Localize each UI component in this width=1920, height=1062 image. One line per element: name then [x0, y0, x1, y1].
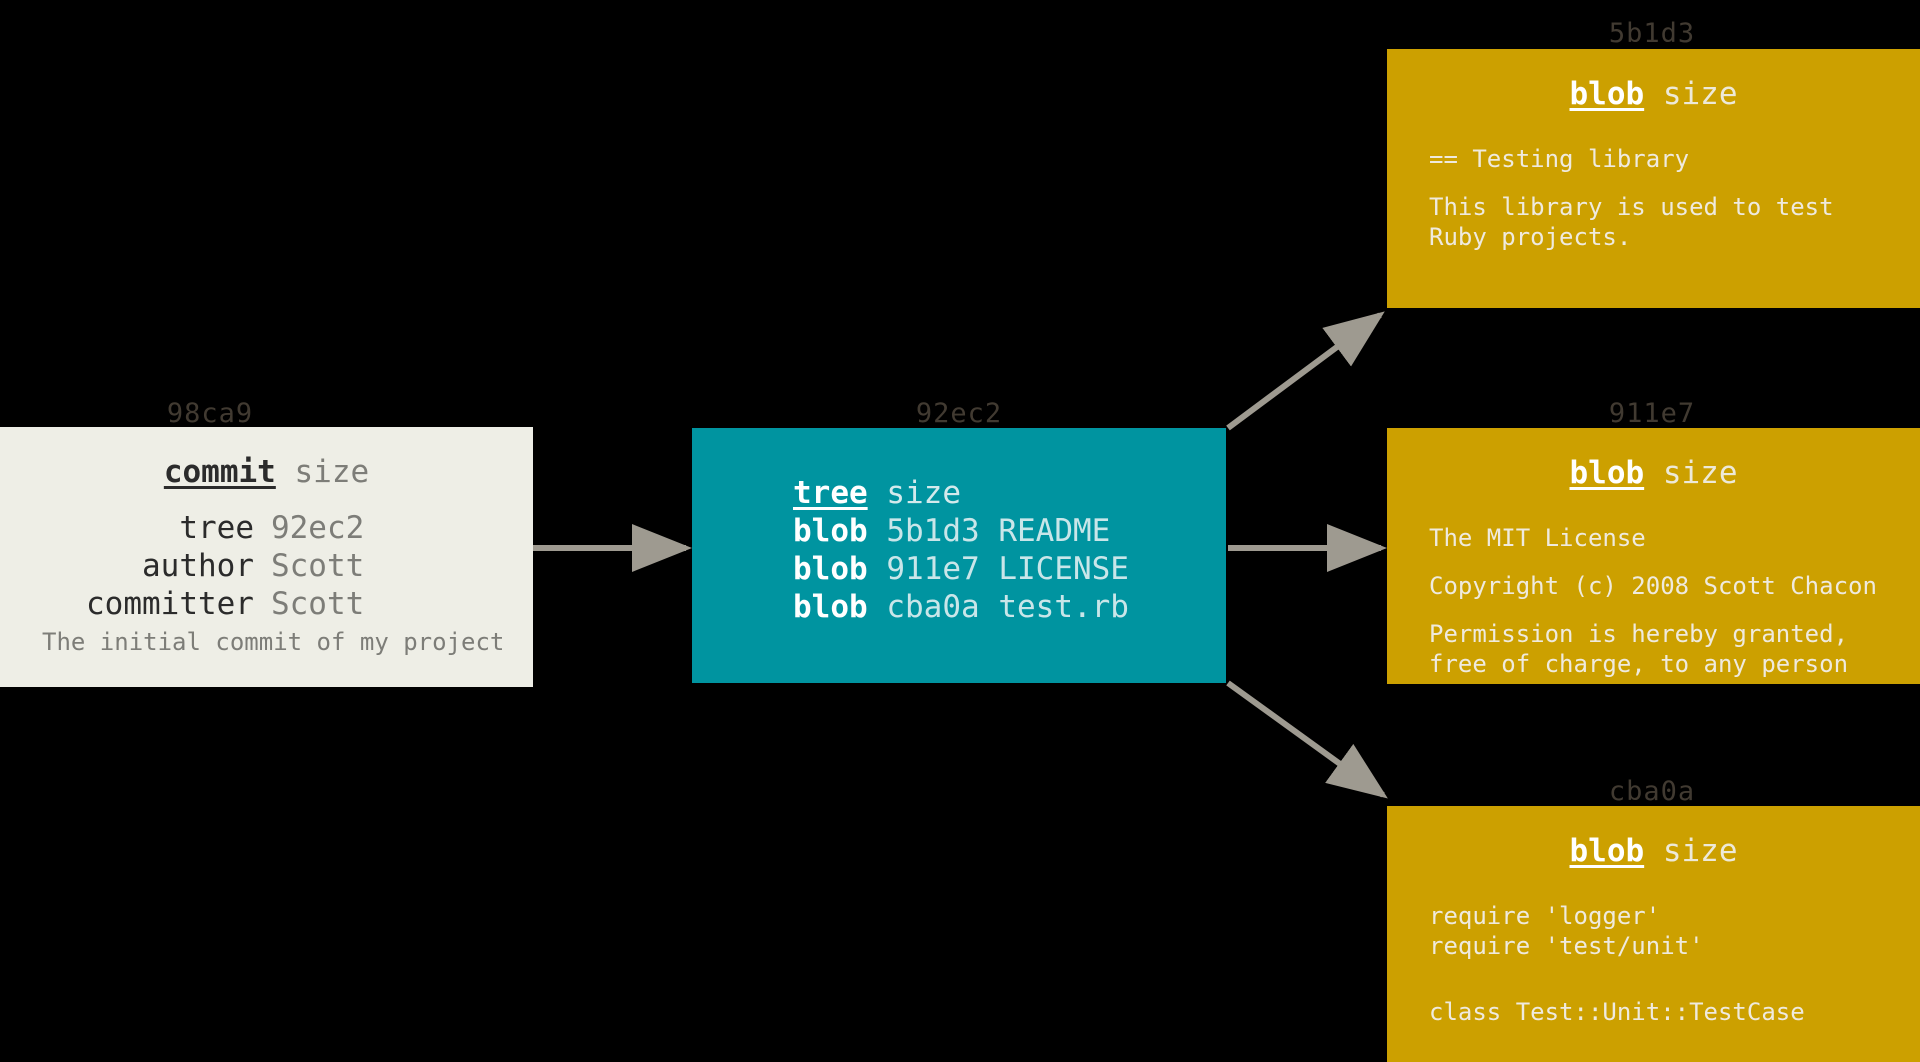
commit-field-key: tree — [179, 510, 254, 546]
tree-entry-sha: 911e7 — [886, 551, 980, 587]
blob-911e7-header: blob size — [1387, 458, 1920, 489]
commit-size-label: size — [294, 454, 370, 490]
blob-line: require 'test/unit' — [1429, 932, 1704, 960]
blob-911e7-hash-label: 911e7 — [1608, 398, 1696, 429]
tree-entry-row: blob 911e7 LICENSE — [793, 550, 1129, 588]
commit-field-key: committer — [86, 586, 254, 622]
blob-line: == Testing library — [1429, 145, 1690, 173]
commit-field-row: author Scott — [86, 547, 364, 585]
blob-blank-line — [1429, 174, 1834, 192]
commit-field-value: Scott — [270, 586, 365, 622]
arrow-tree-to-blob-5b1d3 — [1226, 311, 1385, 431]
blob-cba0a-box[interactable]: blob size require 'logger'require 'test/… — [1387, 806, 1920, 1062]
arrow-tree-to-blob-cba0a — [1226, 680, 1388, 799]
tree-hash-label: 92ec2 — [915, 398, 1003, 429]
tree-entry-name: test.rb — [998, 589, 1129, 625]
tree-size-label: size — [886, 475, 961, 511]
commit-field-row: tree 92ec2 — [86, 509, 364, 547]
blob-line: The MIT License — [1429, 524, 1646, 552]
blob-line: Copyright (c) 2008 Scott Chacon — [1429, 572, 1877, 600]
commit-keyword: commit — [163, 454, 276, 490]
blob-cba0a-content: require 'logger'require 'test/unit' class… — [1429, 901, 1805, 1027]
blob-blank-line — [1429, 979, 1805, 997]
blob-keyword: blob — [1569, 833, 1645, 869]
tree-entry-row: blob 5b1d3 README — [793, 512, 1129, 550]
tree-keyword: tree — [793, 475, 868, 511]
commit-field-key: author — [142, 548, 254, 584]
commit-hash-label: 98ca9 — [166, 398, 254, 429]
blob-line: This library is used to test — [1429, 193, 1834, 221]
blob-line: Permission is hereby granted, — [1429, 620, 1849, 648]
blob-keyword: blob — [1569, 455, 1645, 491]
blob-cba0a-header: blob size — [1387, 836, 1920, 867]
blob-5b1d3-hash-label: 5b1d3 — [1608, 18, 1696, 49]
tree-entries: tree size blob 5b1d3 README blob 911e7 L… — [793, 474, 1129, 626]
blob-line: require 'logger' — [1429, 902, 1661, 930]
tree-entry-name: LICENSE — [998, 551, 1129, 587]
blob-size-label: size — [1662, 455, 1738, 491]
tree-object-box[interactable]: tree size blob 5b1d3 README blob 911e7 L… — [692, 428, 1226, 683]
tree-entry-sha: 5b1d3 — [886, 513, 980, 549]
tree-header: tree size — [793, 474, 1129, 512]
tree-entry-type: blob — [793, 551, 868, 587]
blob-cba0a-hash-label: cba0a — [1608, 776, 1696, 807]
commit-field-row: committer Scott — [86, 585, 364, 623]
blob-keyword: blob — [1569, 76, 1645, 112]
blob-line: class Test::Unit::TestCase — [1429, 998, 1805, 1026]
tree-entry-sha: cba0a — [886, 589, 980, 625]
commit-object-box[interactable]: commit size tree 92ec2 author Scott comm… — [0, 427, 533, 687]
commit-field-value: Scott — [270, 548, 365, 584]
blob-blank-line — [1429, 961, 1805, 979]
tree-entry-type: blob — [793, 513, 868, 549]
tree-entry-row: blob cba0a test.rb — [793, 588, 1129, 626]
commit-header: commit size — [0, 457, 533, 488]
blob-blank-line — [1429, 601, 1877, 619]
blob-size-label: size — [1662, 76, 1738, 112]
commit-field-value: 92ec2 — [270, 510, 365, 546]
blob-5b1d3-header: blob size — [1387, 79, 1920, 110]
blob-line: free of charge, to any person — [1429, 650, 1849, 678]
tree-entry-type: blob — [793, 589, 868, 625]
tree-entry-name: README — [998, 513, 1111, 549]
blob-size-label: size — [1662, 833, 1738, 869]
commit-message: The initial commit of my project — [42, 628, 505, 656]
blob-line: Ruby projects. — [1429, 223, 1632, 251]
commit-fields-table: tree 92ec2 author Scott committer Scott — [86, 509, 364, 623]
blob-blank-line — [1429, 553, 1877, 571]
